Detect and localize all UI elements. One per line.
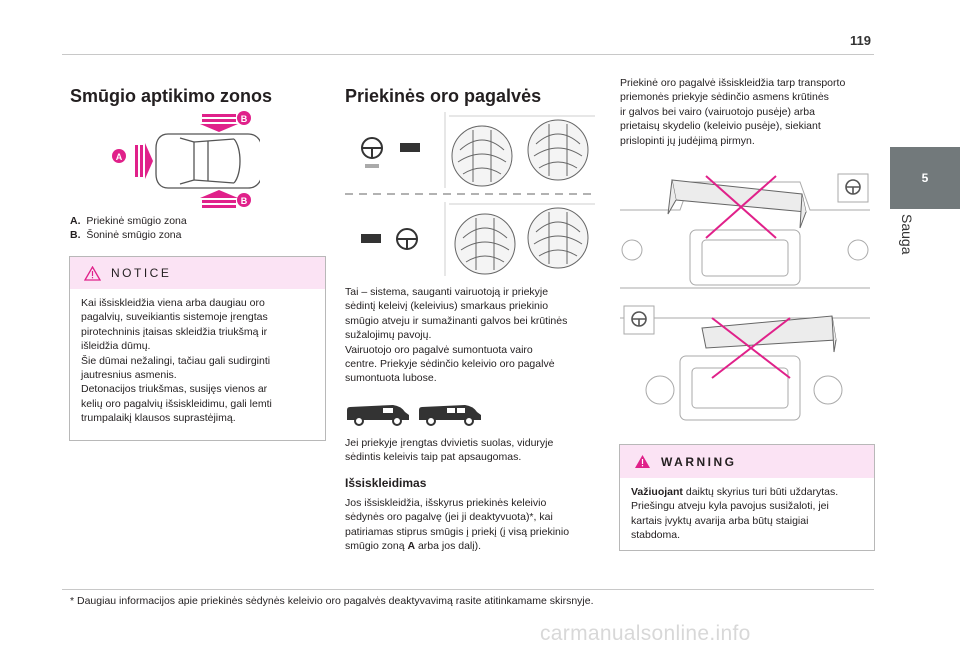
- front-airbags-illustration: [345, 112, 595, 276]
- warning-label: WARNING: [661, 454, 737, 469]
- steering-wheel-icon-bottom: [396, 228, 418, 250]
- warning-box: WARNING Važiuojant daiktų skyrius turi b…: [619, 444, 875, 551]
- steering-wheel-badge-top: [837, 173, 869, 203]
- front-impact-arrow: [135, 143, 153, 179]
- steering-wheel-badge-bottom: [623, 305, 655, 335]
- warning-header: WARNING: [620, 445, 874, 478]
- label-b-top: B: [241, 114, 248, 124]
- van-icons: [347, 405, 481, 426]
- section-title-front-airbags: Priekinės oro pagalvės: [345, 86, 542, 106]
- watermark: carmanualsonline.info: [540, 622, 751, 645]
- page-number: 119: [850, 33, 871, 48]
- notice-box: NOTICE Kai išsiskleidžia viena arba daug…: [69, 256, 326, 441]
- front-airbags-description: Tai – sistema, sauganti vairuotoją ir pr…: [345, 286, 568, 385]
- airbag-bar-icon-top-small: [365, 164, 379, 168]
- glovebox-lid-top: [667, 179, 807, 229]
- side-impact-arrow-top: [200, 114, 238, 132]
- van-icon-2: [419, 405, 481, 426]
- prohibited-cross-top: [705, 175, 777, 239]
- footer-rule: [62, 589, 874, 590]
- steering-wheel-icon-top: [361, 137, 383, 159]
- caption-b: B. Šoninė smūgio zona: [70, 229, 182, 241]
- header-rule: [62, 54, 874, 55]
- chapter-name: Sauga: [899, 214, 915, 255]
- deployed-airbag-driver-bottom: [454, 213, 516, 275]
- deployed-airbag-passenger-bottom: [527, 207, 589, 269]
- bench-seat-note: Jei priekyje įrengtas dvivietis suolas, …: [345, 437, 554, 464]
- label-a-badge: [112, 149, 126, 163]
- label-b-bottom: B: [241, 196, 248, 206]
- notice-text: Kai išsiskleidžia viena arba daugiau oro…: [81, 297, 272, 425]
- deployment-description: Jos išsiskleidžia, išskyrus priekinės ke…: [345, 497, 570, 553]
- glovebox-open-illustration: [620, 173, 870, 421]
- side-impact-arrow-bottom: [200, 190, 238, 208]
- warning-triangle-icon: [84, 265, 101, 281]
- label-b-badge-top: [237, 111, 251, 125]
- prohibited-cross-bottom: [711, 317, 791, 379]
- caption-a: A. Priekinė smūgio zona: [70, 215, 187, 227]
- warning-triangle-icon: [635, 455, 650, 468]
- deployed-airbag-passenger-top: [527, 119, 589, 181]
- van-icon-1: [347, 405, 409, 426]
- section-title-impact-zones: Smūgio aptikimo zonos: [70, 86, 273, 106]
- footnote: * Daugiau informacijos apie priekinės sė…: [70, 595, 594, 607]
- subsection-title-deployment: Išsiskleidimas: [345, 476, 427, 490]
- airbag-bar-icon-top: [400, 143, 420, 152]
- impact-zones-diagram: A B B: [112, 111, 260, 208]
- deployment-effect-description: Priekinė oro pagalvė išsiskleidžia tarp …: [620, 77, 846, 147]
- label-a: A: [116, 152, 123, 162]
- deployed-airbag-driver-top: [451, 125, 513, 187]
- label-b-badge-bottom: [237, 193, 251, 207]
- chapter-tab[interactable]: 5: [890, 147, 960, 209]
- zone-captions: A. Priekinė smūgio zona B. Šoninė smūgio…: [70, 214, 187, 242]
- airbag-bar-icon-bottom: [361, 234, 381, 243]
- warning-text: Važiuojant daiktų skyrius turi būti užda…: [631, 486, 839, 542]
- notice-label: NOTICE: [111, 266, 172, 280]
- notice-header: NOTICE: [70, 257, 325, 289]
